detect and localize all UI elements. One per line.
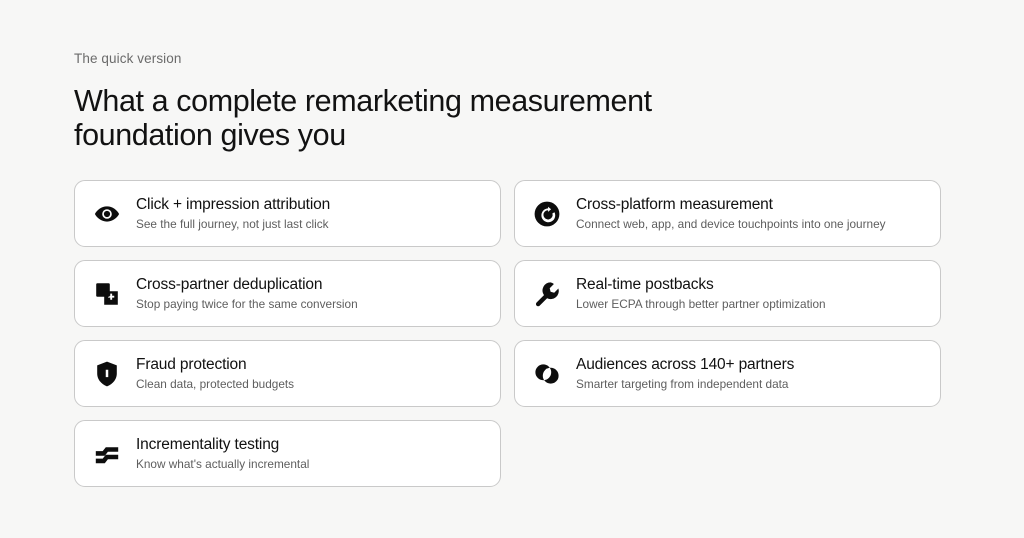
- venn-circles-icon: [532, 359, 562, 389]
- feature-card-title: Fraud protection: [136, 356, 247, 374]
- feature-card-subtitle: Connect web, app, and device touchpoints…: [576, 216, 886, 231]
- feature-card-text: Fraud protection Clean data, protected b…: [136, 355, 294, 392]
- wrench-icon: [532, 279, 562, 309]
- feature-card-title: Real-time postbacks: [576, 276, 714, 294]
- eyebrow-label: The quick version: [74, 51, 182, 66]
- feature-card-title: Cross-platform measurement: [576, 196, 773, 214]
- feature-card-text: Cross-platform measurement Connect web, …: [576, 195, 886, 232]
- feature-card-subtitle: Stop paying twice for the same conversio…: [136, 296, 358, 311]
- refresh-circle-icon: [532, 199, 562, 229]
- shield-icon: [92, 359, 122, 389]
- feature-card-grid: Click + impression attribution See the f…: [74, 180, 954, 488]
- feature-card[interactable]: Real-time postbacks Lower ECPA through b…: [514, 260, 941, 328]
- feature-card-subtitle: Know what's actually incremental: [136, 456, 310, 471]
- eye-icon: [92, 199, 122, 229]
- feature-card-subtitle: Clean data, protected budgets: [136, 376, 295, 391]
- feature-card-title: Incrementality testing: [136, 436, 280, 454]
- feature-card[interactable]: Audiences across 140+ partners Smarter t…: [514, 340, 941, 408]
- feature-card-text: Click + impression attribution See the f…: [136, 195, 330, 232]
- feature-card-text: Real-time postbacks Lower ECPA through b…: [576, 275, 826, 312]
- feature-card[interactable]: Cross-partner deduplication Stop paying …: [74, 260, 501, 328]
- feature-card[interactable]: Cross-platform measurement Connect web, …: [514, 180, 941, 248]
- feature-card-subtitle: Lower ECPA through better partner optimi…: [576, 296, 826, 311]
- header-block: The quick version What a complete remark…: [74, 50, 954, 152]
- feature-card[interactable]: Fraud protection Clean data, protected b…: [74, 340, 501, 408]
- duplicate-squares-icon: [92, 279, 122, 309]
- feature-card-text: Cross-partner deduplication Stop paying …: [136, 275, 358, 312]
- feature-card-subtitle: Smarter targeting from independent data: [576, 376, 789, 391]
- feature-card-text: Audiences across 140+ partners Smarter t…: [576, 355, 794, 392]
- feature-card-text: Incrementality testing Know what's actua…: [136, 435, 309, 472]
- page-title: What a complete remarketing measurement …: [74, 83, 652, 152]
- feature-card-title: Click + impression attribution: [136, 196, 331, 214]
- feature-card-title: Cross-partner deduplication: [136, 276, 323, 294]
- step-bars-icon: [92, 439, 122, 469]
- feature-card-title: Audiences across 140+ partners: [576, 356, 795, 374]
- feature-card-subtitle: See the full journey, not just last clic…: [136, 216, 329, 231]
- feature-card[interactable]: Click + impression attribution See the f…: [74, 180, 501, 248]
- feature-card[interactable]: Incrementality testing Know what's actua…: [74, 420, 501, 488]
